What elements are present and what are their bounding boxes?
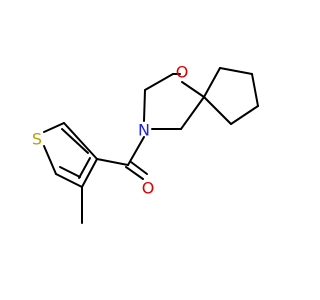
- carbonyl-group: [96, 136, 148, 180]
- bond-c-c-upper: [144, 73, 174, 91]
- bond-c3-c4: [81, 158, 98, 188]
- oxa-aza-ring: [143, 73, 205, 130]
- bond-cp1-cp2: [219, 67, 253, 75]
- atom-label-carbonyl-oxygen: O: [142, 179, 155, 198]
- thiophene-ring: [43, 122, 98, 188]
- bond-carbonyl-c-n: [127, 136, 145, 166]
- cyclopentane-ring: [203, 67, 259, 125]
- bond-cp4-spiro: [203, 96, 232, 125]
- bond-c2-c3: [55, 173, 83, 188]
- molecule-structure-diagram: S O N O: [0, 0, 300, 300]
- bond-c-o-2: [130, 161, 148, 175]
- bond-n-c-upper: [143, 89, 146, 122]
- bond-s-c5: [43, 122, 65, 133]
- bond-cp2-cp3: [251, 73, 259, 107]
- bond-c2-c3-double: [59, 166, 81, 178]
- bond-spiro-cp1: [203, 67, 221, 98]
- bond-o-spiro: [181, 81, 205, 98]
- bond-s-c2: [43, 145, 57, 175]
- bond-c-o-1: [125, 166, 144, 180]
- atom-label-ring-oxygen: O: [176, 63, 189, 82]
- bond-spiro-ch2: [180, 96, 205, 130]
- bond-cp3-cp4: [230, 105, 259, 125]
- atom-label-nitrogen: N: [138, 121, 150, 140]
- atom-label-sulfur: S: [32, 130, 42, 149]
- bond-c4-c5: [63, 122, 98, 160]
- bond-c3-c4-double: [78, 157, 91, 179]
- bond-c4-c5-double: [61, 128, 89, 154]
- bond-ring-to-carbonyl: [96, 158, 129, 166]
- diagram-background: [0, 0, 300, 300]
